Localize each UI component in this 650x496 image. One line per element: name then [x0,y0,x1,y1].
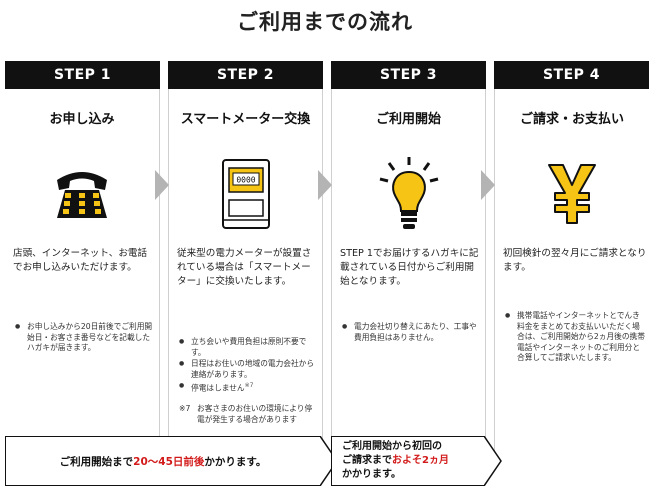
chevron-right-icon [155,170,169,200]
step-2-footnote: ※7 お客さまのお住いの環境により停電が発生する場合があります [179,403,318,425]
step-3-description: STEP 1でお届けするハガキに記載されている日付からご利用開始となります。 [340,248,479,287]
step-3-name: ご利用開始 [375,112,441,127]
timeline-callout-start: ご利用開始まで 20〜45日前後 かかります。 [5,435,338,486]
list-item: お申し込みから20日前後でご利用開始日・お客さま番号などを記載したハガキが届きま… [15,322,155,354]
step-4-header: STEP 4 [494,61,649,89]
step-3-column: STEP 3 ご利用開始 STEP 1でお届けするハガキに記載されている日付から… [331,61,486,467]
step-1-bullets: お申し込みから20日前後でご利用開始日・お客さま番号などを記載したハガキが届きま… [15,322,155,355]
arrow-tip [484,435,502,486]
timeline-callout-billing: ご利用開始から初回の ご請求までおよそ2ヵ月 かかります。 [331,435,502,486]
step-4-description: 初回検針の翌々月にご請求となります。 [503,248,647,273]
step-2-name: スマートメーター交換 [180,112,311,127]
step-2-description: 従来型の電力メーターが設置されている場合は「スマートメーター」に交換いたします。 [177,248,312,287]
step-1-description: 店頭、インターネット、お電話でお申し込みいただけます。 [13,248,148,273]
list-item: 日程はお住いの地域の電力会社から連絡があります。 [179,359,318,380]
list-item: 電力会社切り替えにあたり、工事や費用負担はありません。 [342,322,481,343]
smart-meter-icon: 0000 [221,159,270,229]
step-4-column: STEP 4 ご請求・お支払い 初回検針の翌々月にご請求となります。 携帯電話や… [494,61,649,467]
list-item-text: 停電はしません [191,383,245,393]
step-3-bullets: 電力会社切り替えにあたり、工事や費用負担はありません。 [342,322,481,344]
page-title: ご利用までの流れ [237,10,413,34]
lightbulb-icon [379,157,438,229]
step-2-header: STEP 2 [168,61,323,89]
callout-start-text: ご利用開始まで 20〜45日前後 かかります。 [59,455,267,468]
step-2-bullets: 立ち会いや費用負担は原則不要です。 日程はお住いの地域の電力会社から連絡がありま… [179,337,318,395]
step-1-name: お申し込み [49,112,115,127]
telephone-icon [57,172,107,218]
footnote-ref: ※7 [244,382,254,389]
callout-billing-text: ご利用開始から初回の ご請求までおよそ2ヵ月 かかります。 [342,441,449,480]
step-1-header: STEP 1 [5,61,160,89]
meter-display: 0000 [236,176,255,185]
step-2-column: STEP 2 スマートメーター交換 0000 従来型の電力メーターが設置されてい… [168,61,323,467]
list-item: 立ち会いや費用負担は原則不要です。 [179,337,318,358]
chevron-right-icon [481,170,495,200]
yen-icon [548,164,596,224]
footnote-text: お客さまのお住いの環境により停電が発生する場合があります [197,404,313,424]
highlight-text: およそ2ヵ月 [392,455,449,466]
list-item: 携帯電話やインターネットとでんき料金をまとめてお支払いいただく場合は、ご利用開始… [505,311,645,364]
step-1-column: STEP 1 お申し込み 店頭、インターネット、お電話でお申し込みいただけます。… [5,61,160,467]
step-4-name: ご請求・お支払い [519,112,624,127]
list-item: 停電はしません※7 [179,381,318,394]
highlight-text: 20〜45日前後 [133,455,205,468]
step-3-header: STEP 3 [331,61,486,89]
chevron-right-icon [318,170,332,200]
footnote-mark: ※7 [179,404,191,413]
step-4-bullets: 携帯電話やインターネットとでんき料金をまとめてお支払いいただく場合は、ご利用開始… [505,311,645,365]
